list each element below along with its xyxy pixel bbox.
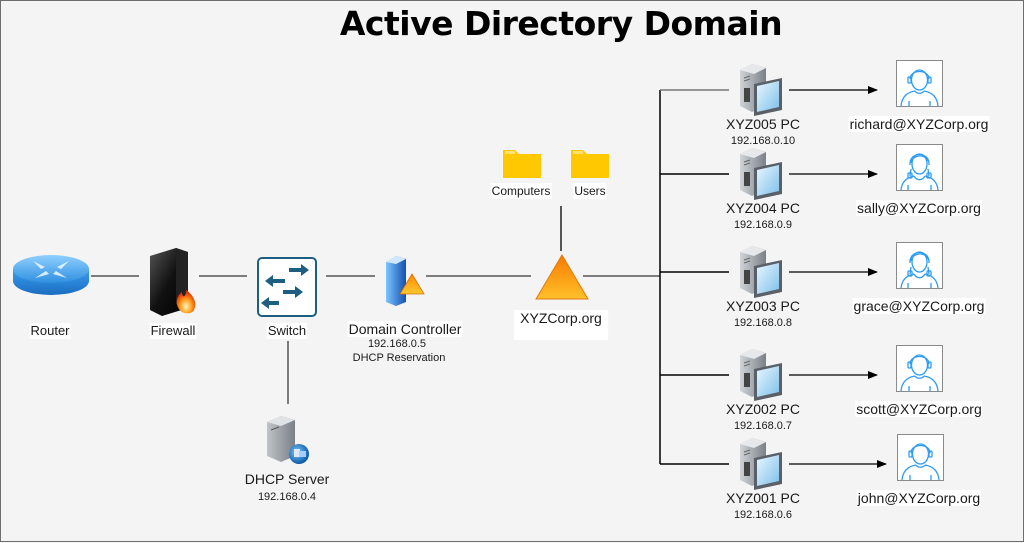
pc-ip: 192.168.0.9	[733, 219, 793, 231]
pc-name: XYZ001 PC	[726, 490, 800, 506]
pc-icon[interactable]	[736, 244, 788, 305]
router-icon[interactable]	[11, 251, 91, 306]
dhcp-server-icon[interactable]	[263, 414, 311, 469]
pc-icon[interactable]	[736, 436, 788, 497]
domain-controller-label: Domain Controller	[347, 321, 463, 337]
pc-ip: 192.168.0.6	[733, 509, 793, 521]
page-title: Active Directory Domain	[339, 4, 783, 43]
firewall-icon[interactable]	[144, 246, 202, 321]
domain-controller-ip: 192.168.0.5	[367, 338, 427, 350]
pc-icon[interactable]	[736, 347, 788, 408]
dhcp-server-ip: 192.168.0.4	[257, 491, 317, 503]
pc-ip: 192.168.0.8	[733, 317, 793, 329]
pc-name: XYZ005 PC	[726, 116, 800, 132]
user-email: john@XYZCorp.org	[856, 490, 982, 506]
user-email: grace@XYZCorp.org	[852, 298, 986, 314]
domain-label: XYZCorp.org	[514, 310, 608, 340]
domain-icon[interactable]	[534, 253, 590, 306]
users-folder-label: Users	[573, 183, 607, 199]
switch-icon[interactable]	[257, 257, 317, 322]
user-avatar-icon[interactable]	[896, 60, 943, 107]
user-email: scott@XYZCorp.org	[855, 401, 983, 417]
users-folder-icon[interactable]	[571, 148, 609, 183]
pc-name: XYZ003 PC	[726, 298, 800, 314]
user-avatar-icon[interactable]	[896, 345, 943, 392]
pc-icon[interactable]	[736, 62, 788, 123]
computers-folder-icon[interactable]	[503, 148, 541, 183]
switch-label: Switch	[266, 323, 308, 339]
domain-controller-note: DHCP Reservation	[352, 352, 446, 364]
user-avatar-icon[interactable]	[896, 144, 943, 191]
user-avatar-icon[interactable]	[896, 242, 943, 289]
domain-controller-icon[interactable]	[382, 254, 426, 313]
user-email: sally@XYZCorp.org	[856, 200, 982, 216]
pc-name: XYZ004 PC	[726, 200, 800, 216]
computers-folder-label: Computers	[490, 183, 552, 199]
dhcp-server-label: DHCP Server	[244, 471, 330, 487]
pc-ip: 192.168.0.7	[733, 420, 793, 432]
pc-icon[interactable]	[736, 146, 788, 207]
router-label: Router	[29, 323, 71, 339]
pc-ip: 192.168.0.10	[730, 135, 796, 147]
user-email: richard@XYZCorp.org	[848, 116, 990, 132]
firewall-label: Firewall	[149, 323, 197, 339]
pc-name: XYZ002 PC	[726, 401, 800, 417]
user-avatar-icon[interactable]	[897, 434, 944, 481]
